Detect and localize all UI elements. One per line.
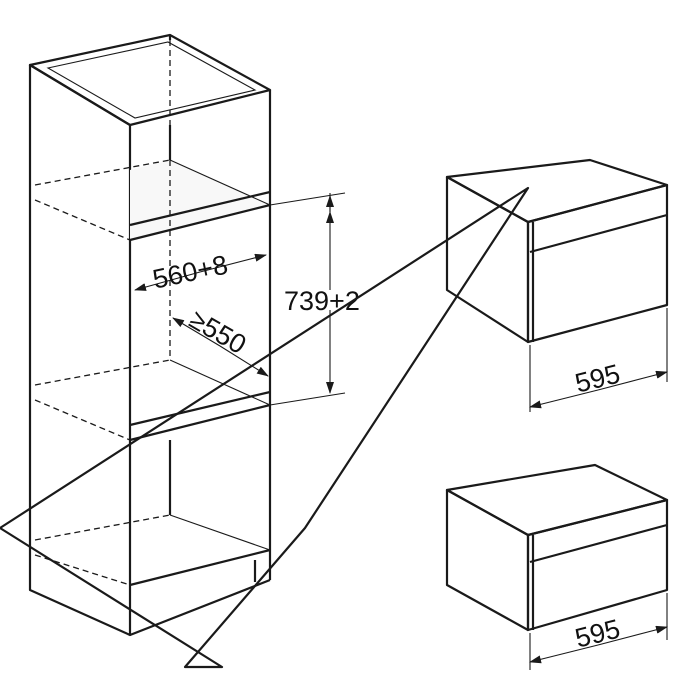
cabinet-top [28, 33, 272, 127]
drawer-width-label: 595 [572, 614, 623, 654]
oven-front [0, 186, 530, 669]
appliance-drawer: 595 [445, 463, 669, 670]
niche-width-label: 560+8 [150, 249, 230, 294]
appliance-oven: 595 [0, 158, 669, 669]
upper-shelf [34, 125, 271, 242]
drawer-front [526, 498, 669, 632]
oven-width-label: 595 [572, 359, 623, 399]
cabinet-bottom [34, 514, 271, 587]
cabinet-side-panel [28, 63, 132, 637]
niche-depth-label: ≥550 [184, 304, 251, 360]
tall-cabinet [28, 33, 272, 637]
cabinet-top-inner [46, 41, 257, 119]
lower-shelf [34, 160, 271, 515]
niche-height-label: 739+2 [284, 286, 360, 316]
